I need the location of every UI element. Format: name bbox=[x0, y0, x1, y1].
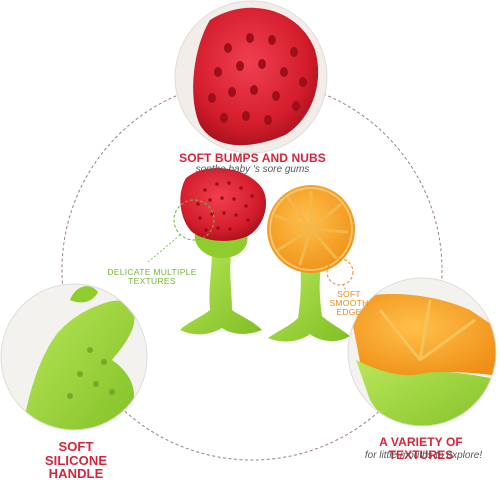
strawberry-teether bbox=[180, 167, 267, 335]
callout-circle-orange bbox=[326, 258, 354, 286]
handle-zoom bbox=[20, 300, 135, 430]
top-title: SOFT BUMPS AND NUBS bbox=[179, 151, 326, 165]
dashed-ring bbox=[61, 79, 443, 461]
bottom-left-zoom-circle bbox=[0, 283, 148, 431]
bottom-right-title: A VARIETY OF TEXTURES bbox=[379, 435, 463, 462]
callout-line-orange bbox=[342, 283, 347, 292]
callout-circle-green bbox=[173, 199, 215, 241]
orange-teether bbox=[267, 185, 355, 342]
bottom-left-title: SOFT SILICONE HANDLE bbox=[44, 439, 108, 482]
bottom-right-zoom-circle bbox=[347, 277, 497, 427]
left-callout-label: DELICATE MULTIPLE TEXTURES bbox=[107, 267, 197, 286]
right-callout-label: SOFT SMOOTH EDGE bbox=[329, 289, 369, 317]
top-zoom-circle bbox=[174, 0, 328, 154]
bottom-right-subtitle: for little mouths to explore! bbox=[364, 450, 483, 461]
callout-line-green bbox=[147, 234, 181, 263]
strawberry-zoom bbox=[193, 7, 319, 146]
top-subtitle: soothe baby 's sore gums bbox=[195, 164, 310, 175]
